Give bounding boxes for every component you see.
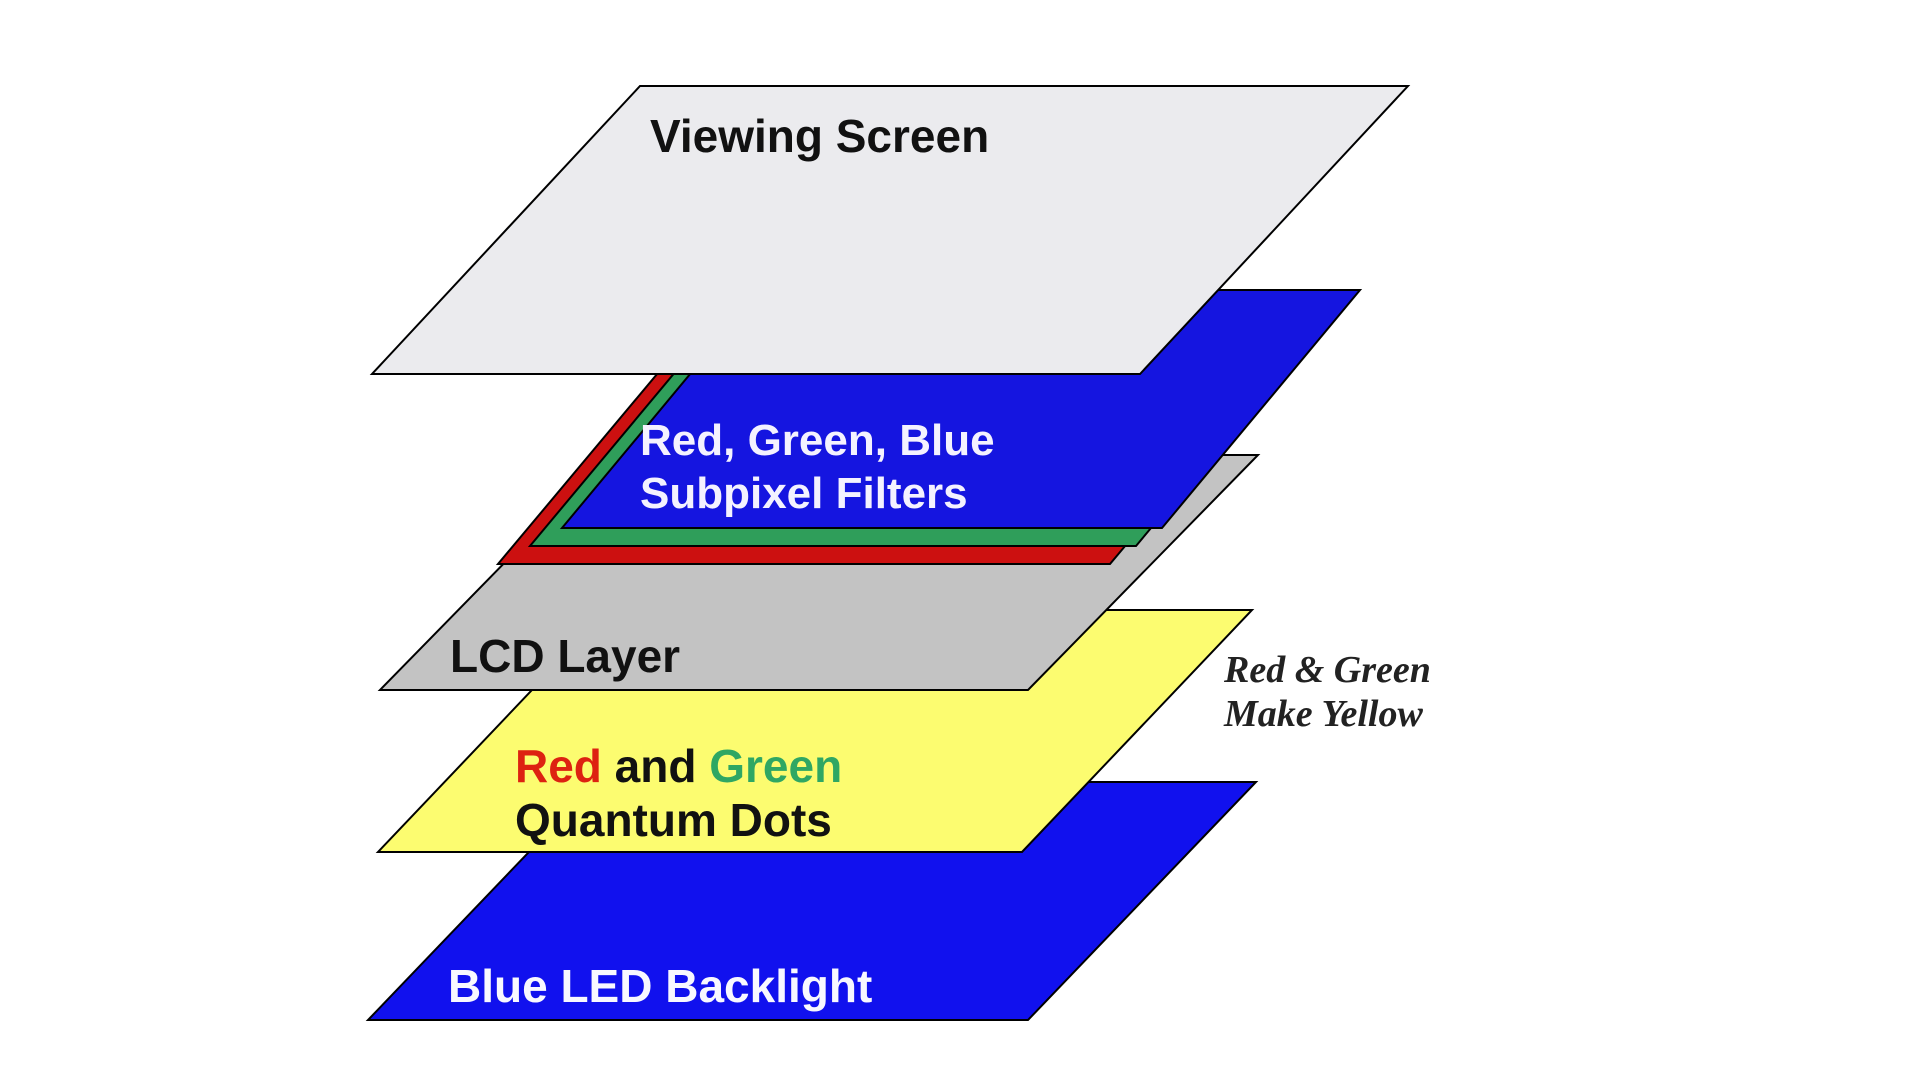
viewing-screen-layer [369,85,1411,375]
quantum-dots-label-line2: Quantum Dots [515,794,832,846]
quantum-dots-label-line1: Red and Green [515,740,842,792]
lcd-layer-label: LCD Layer [450,630,680,682]
quantum-dots-word-green: Green [709,740,842,792]
annotation-line2: Make Yellow [1223,693,1423,735]
quantum-dots-word-and: and [602,740,709,792]
backlight-label: Blue LED Backlight [448,960,872,1012]
quantum-dots-word-red: Red [515,740,602,792]
annotation-line1: Red & Green [1223,649,1431,691]
viewing-screen-label: Viewing Screen [650,110,989,162]
subpixel-filters-label-line1: Red, Green, Blue [640,416,995,465]
subpixel-filters-label-line2: Subpixel Filters [640,469,968,518]
